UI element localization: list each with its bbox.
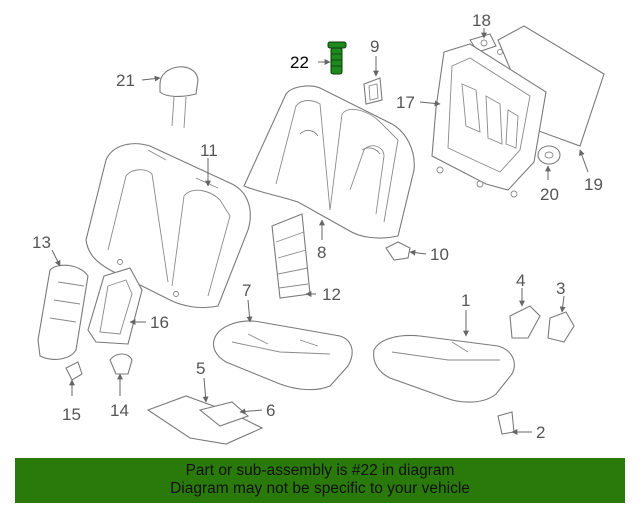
callout-20: 20 xyxy=(540,185,559,204)
footer-line-1: Part or sub-assembly is #22 in diagram xyxy=(185,462,455,479)
part-1-cushion-frame[interactable] xyxy=(373,334,515,403)
part-22-bolt[interactable] xyxy=(327,41,347,75)
part-5-tray[interactable] xyxy=(146,395,264,445)
callout-13: 13 xyxy=(32,233,51,252)
callout-3: 3 xyxy=(556,279,565,298)
footer-banner: Part or sub-assembly is #22 in diagram D… xyxy=(15,458,625,503)
part-6-pad[interactable] xyxy=(198,401,250,427)
callout-15: 15 xyxy=(62,405,81,424)
callout-21: 21 xyxy=(116,71,135,90)
callout-22: 22 xyxy=(290,53,309,72)
callout-7: 7 xyxy=(242,281,251,300)
part-14-hook[interactable] xyxy=(109,353,133,375)
part-16-bracket[interactable] xyxy=(87,267,143,345)
part-12-mesh-panel[interactable] xyxy=(271,213,311,299)
callout-16: 16 xyxy=(150,313,169,332)
part-4-hinge[interactable] xyxy=(509,305,541,339)
callout-18: 18 xyxy=(472,11,491,30)
callout-6: 6 xyxy=(266,401,275,420)
part-20-grommet[interactable] xyxy=(537,145,561,165)
callout-14: 14 xyxy=(110,401,129,420)
part-10-latch[interactable] xyxy=(385,241,411,261)
footer-line-2: Diagram may not be specific to your vehi… xyxy=(170,480,470,497)
part-3-bracket[interactable] xyxy=(547,311,575,343)
callout-2: 2 xyxy=(536,423,545,442)
callout-4: 4 xyxy=(516,271,525,290)
callout-12: 12 xyxy=(322,285,341,304)
part-13-bolster[interactable] xyxy=(37,264,89,360)
part-7-cushion[interactable] xyxy=(212,320,353,391)
callout-11: 11 xyxy=(200,141,218,160)
part-15-clip[interactable] xyxy=(65,361,83,381)
callout-8: 8 xyxy=(317,243,326,262)
part-9-clip[interactable] xyxy=(363,77,383,105)
callout-19: 19 xyxy=(584,175,603,194)
callout-9: 9 xyxy=(370,37,379,56)
callout-1: 1 xyxy=(461,291,470,310)
part-8-seat-back[interactable] xyxy=(243,85,415,239)
part-2-clip[interactable] xyxy=(497,411,515,435)
callout-17: 17 xyxy=(396,93,415,112)
callout-10: 10 xyxy=(430,245,449,264)
parts-diagram: 22 9 21 18 17 19 20 8 11 10 12 13 16 15 … xyxy=(32,11,605,445)
part-17-frame[interactable] xyxy=(431,43,547,198)
part-21-headrest[interactable] xyxy=(159,66,199,129)
callout-5: 5 xyxy=(196,359,205,378)
